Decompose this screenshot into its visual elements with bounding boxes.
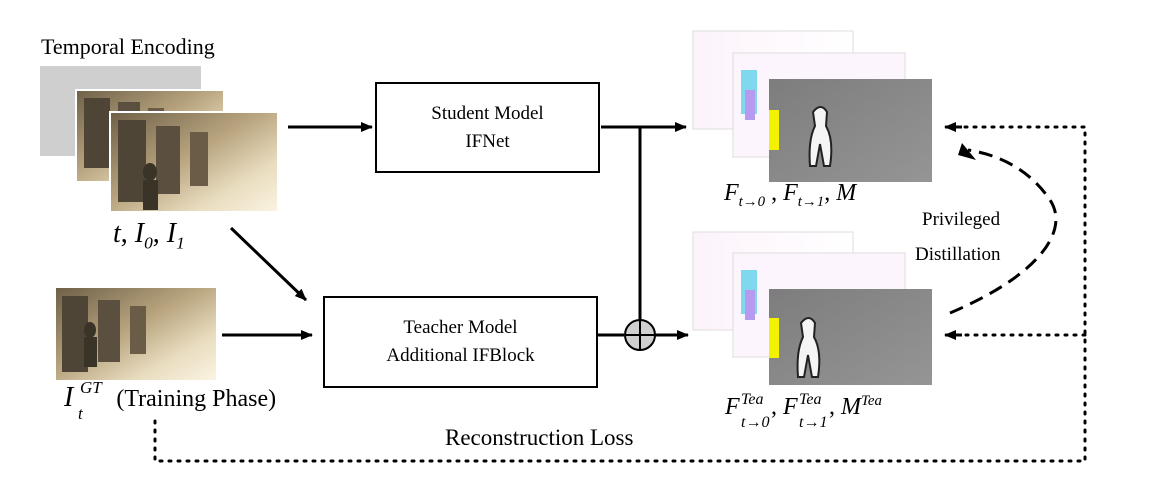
reconstruction-loss-label: Reconstruction Loss bbox=[445, 425, 634, 450]
student-output-f1: F bbox=[783, 180, 798, 206]
student-model-title: Student Model bbox=[431, 103, 544, 124]
gt-symbol-letter: I bbox=[64, 382, 74, 413]
student-model-box: Student Model IFNet bbox=[375, 82, 600, 173]
student-mask-map bbox=[769, 79, 932, 182]
teacher-model-title: Teacher Model bbox=[403, 317, 518, 338]
teacher-output-f1-sup: Tea bbox=[799, 391, 822, 408]
teacher-output-f0-sup: Tea bbox=[741, 391, 764, 408]
input-symbol-i0-sub: 0 bbox=[144, 233, 153, 253]
gt-subscript: t bbox=[78, 404, 83, 423]
teacher-output-f0-letter: F bbox=[725, 394, 740, 420]
input-symbol-i1: I bbox=[166, 218, 177, 249]
teacher-output-f1-sub: t→1 bbox=[799, 414, 828, 431]
teacher-model-box: Teacher Model Additional IFBlock bbox=[323, 296, 598, 388]
teacher-output-mask: M bbox=[841, 394, 861, 420]
input-symbol-i0: I bbox=[134, 218, 145, 249]
teacher-output-f0: F Tea t→0 bbox=[725, 391, 771, 431]
privileged-distillation-arrowhead bbox=[958, 143, 976, 160]
student-output-f0: F bbox=[724, 180, 739, 206]
teacher-mask-map bbox=[769, 289, 932, 385]
teacher-output-f1: F Tea t→1 bbox=[783, 391, 829, 431]
student-model-subtitle: IFNet bbox=[465, 131, 510, 152]
student-outputs-label: Ft→0 , Ft→1, M bbox=[724, 180, 857, 210]
teacher-outputs-label: F Tea t→0 , F Tea t→1 , MTea bbox=[725, 391, 882, 431]
training-phase-label: (Training Phase) bbox=[116, 386, 277, 412]
input-frame-i1 bbox=[109, 111, 279, 213]
gt-input-label: I GT t (Training Phase) bbox=[64, 378, 277, 423]
gt-symbol: I GT t bbox=[64, 378, 102, 423]
circled-plus-icon bbox=[624, 319, 656, 351]
student-output-f0-sub: t→0 bbox=[738, 193, 766, 210]
teacher-output-f1-letter: F bbox=[783, 394, 798, 420]
teacher-output-mask-sup: Tea bbox=[861, 393, 882, 409]
input-symbol-t: t bbox=[113, 218, 121, 249]
temporal-encoding-label: Temporal Encoding bbox=[41, 34, 215, 59]
gt-superscript: GT bbox=[80, 378, 102, 397]
ground-truth-frame bbox=[56, 288, 216, 380]
teacher-model-subtitle: Additional IFBlock bbox=[386, 345, 535, 366]
input-symbol-i1-sub: 1 bbox=[176, 233, 185, 253]
privileged-label: Privileged bbox=[922, 209, 1001, 230]
student-output-mask: M bbox=[836, 180, 857, 206]
teacher-output-f0-sub: t→0 bbox=[741, 414, 770, 431]
reconstruction-loss-path bbox=[153, 125, 1087, 463]
arrow-inputs-to-teacher bbox=[229, 226, 308, 302]
distillation-label: Distillation bbox=[915, 244, 1001, 265]
student-output-f1-sub: t→1 bbox=[797, 193, 825, 210]
input-symbols-label: t, I0, I1 bbox=[113, 218, 185, 253]
privileged-distillation-curve bbox=[949, 148, 1058, 315]
